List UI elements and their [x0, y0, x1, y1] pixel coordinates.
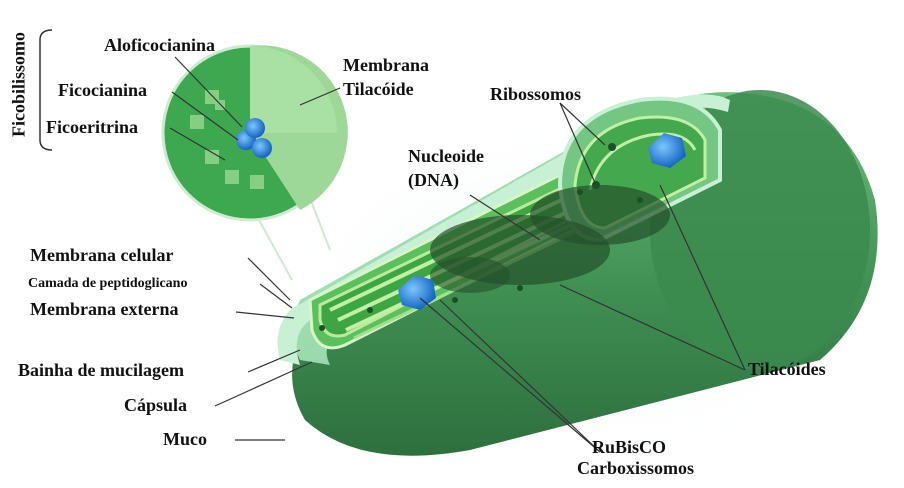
label-camada-peptidoglicano: Camada de peptidoglicano [28, 276, 187, 291]
label-ribossomos: Ribossomos [490, 85, 581, 105]
label-rubisco: RuBisCO [592, 438, 666, 458]
label-aloficocianina: Aloficocianina [104, 36, 215, 56]
label-tilacoides: Tilacóides [748, 360, 826, 380]
label-nucleoide-1: Nucleoide [408, 147, 484, 167]
label-membrana-tilacoide-1: Membrana [343, 56, 429, 76]
label-nucleoide-2: (DNA) [408, 171, 459, 191]
label-capsula: Cápsula [124, 396, 187, 416]
label-ficocianina: Ficocianina [58, 81, 147, 101]
label-bainha-mucilagem: Bainha de mucilagem [18, 361, 184, 381]
label-ficoeritrina: Ficoeritrina [46, 118, 138, 138]
label-ficobilissomo: Ficobilissomo [9, 30, 30, 140]
label-carboxissomos: Carboxissomos [577, 459, 694, 479]
label-membrana-tilacoide-2: Tilacóide [343, 80, 414, 100]
label-muco: Muco [163, 430, 207, 450]
label-membrana-externa: Membrana externa [30, 300, 178, 320]
label-membrana-celular: Membrana celular [30, 246, 173, 266]
